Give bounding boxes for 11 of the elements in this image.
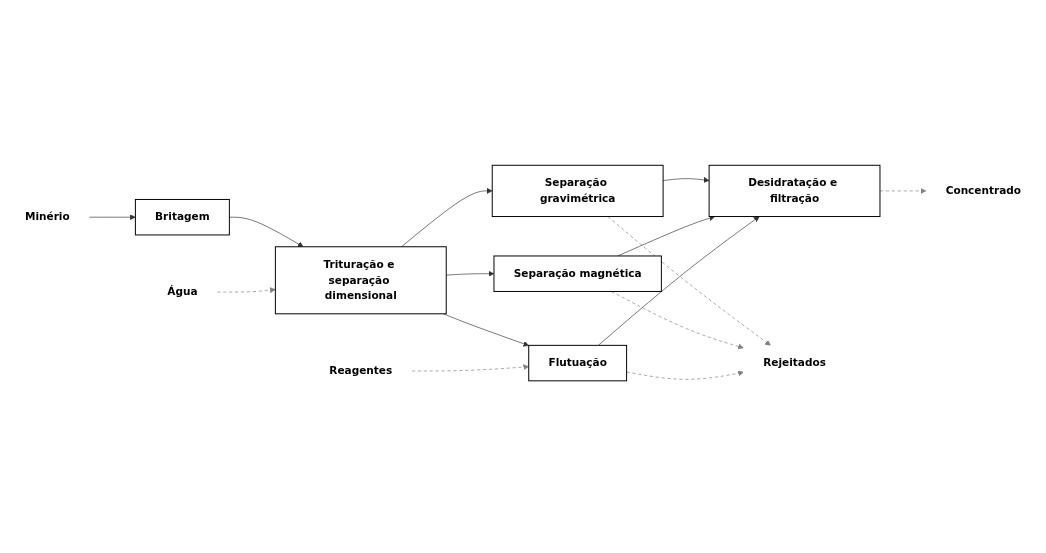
node-text: Reagentes: [329, 363, 393, 377]
node-box: Separação magnética: [493, 254, 662, 292]
node-text: Rejeitados: [763, 356, 826, 369]
node-text: Água: [167, 285, 198, 298]
node-box: Britagem: [134, 198, 230, 235]
node-text: Minério: [24, 210, 70, 223]
node-box: Flutuação: [528, 344, 628, 381]
node-text: Concentrado: [945, 183, 1022, 197]
node-box: Separação gravimétrica: [491, 164, 664, 217]
node-box: Desidratação e filtração: [708, 164, 881, 217]
node-box: Trituração e separação dimensional: [274, 245, 447, 314]
